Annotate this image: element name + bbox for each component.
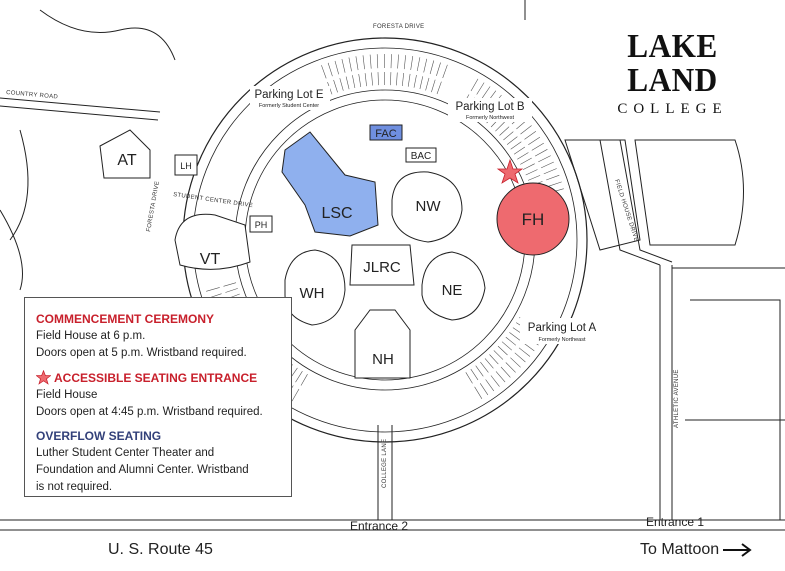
- lot-e-former: Formerly Student Center: [259, 103, 319, 109]
- outer-roads: [0, 0, 785, 531]
- accessible-entrance-star-icon: [496, 158, 524, 184]
- road-student-center-drive: STUDENT CENTER DRIVE: [173, 192, 254, 209]
- road-college-lane: COLLEGE LANE: [382, 439, 388, 488]
- building-ph: PH: [249, 215, 273, 233]
- label-nw: NW: [416, 198, 442, 215]
- label-lsc: LSC: [321, 205, 352, 222]
- logo-line-2: COLLEGE: [617, 101, 728, 117]
- building-jlrc: JLRC: [349, 244, 415, 286]
- lot-b-former: Formerly Northwest: [466, 115, 514, 121]
- building-ne: NE: [421, 251, 486, 321]
- building-vt: VT: [174, 213, 251, 270]
- label-vt: VT: [200, 251, 221, 268]
- accessible-title-text: ACCESSIBLE SEATING ENTRANCE: [54, 371, 258, 385]
- label-fac: FAC: [375, 128, 396, 140]
- lot-b-name: Parking Lot B: [455, 101, 524, 113]
- ceremony-title: COMMENCEMENT CEREMONY: [36, 312, 215, 326]
- to-mattoon-text: To Mattoon: [640, 541, 720, 558]
- athletic-field: [564, 139, 744, 251]
- ceremony-line-2: Doors open at 5 p.m. Wristband required.: [36, 347, 247, 359]
- label-fh: FH: [522, 210, 545, 229]
- building-fac: FAC: [369, 124, 403, 141]
- accessible-title: ACCESSIBLE SEATING ENTRANCE: [36, 370, 281, 386]
- building-lsc: LSC: [281, 131, 379, 237]
- entrance-1: Entrance 1: [646, 515, 704, 529]
- parking-lot-b: Parking Lot B Formerly Northwest: [448, 98, 532, 122]
- logo-line-1: LAKE LAND: [627, 28, 718, 99]
- road-country-road: COUNTRY ROAD: [6, 90, 59, 101]
- road-foresta-drive-west: FORESTA DRIVE: [146, 181, 161, 233]
- route-label: U. S. Route 45: [108, 541, 213, 558]
- label-bac: BAC: [411, 151, 432, 162]
- label-at: AT: [117, 152, 136, 169]
- ceremony-line-1: Field House at 6 p.m.: [36, 330, 146, 342]
- to-mattoon: To Mattoon: [640, 541, 753, 559]
- road-foresta-drive: FORESTA DRIVE: [373, 24, 424, 30]
- entrance-2: Entrance 2: [350, 519, 408, 533]
- label-wh: WH: [300, 285, 325, 302]
- label-jlrc: JLRC: [363, 259, 401, 276]
- overflow-line-3: is not required.: [36, 481, 113, 493]
- legend-accessible: ACCESSIBLE SEATING ENTRANCE Field House …: [36, 370, 281, 420]
- college-logo: LAKE LAND COLLEGE: [585, 30, 760, 118]
- building-bac: BAC: [405, 147, 437, 163]
- overflow-line-2: Foundation and Alumni Center. Wristband: [36, 464, 249, 476]
- road-athletic-avenue: ATHLETIC AVENUE: [674, 369, 680, 428]
- building-fh: FH: [496, 182, 570, 256]
- star-icon: [36, 370, 51, 385]
- accessible-line-1: Field House: [36, 389, 98, 401]
- overflow-title: OVERFLOW SEATING: [36, 429, 162, 443]
- building-nw: NW: [391, 171, 463, 243]
- label-nh: NH: [372, 351, 394, 368]
- legend-ceremony: COMMENCEMENT CEREMONY Field House at 6 p…: [36, 312, 281, 361]
- building-lh: LH: [174, 154, 198, 176]
- overflow-line-1: Luther Student Center Theater and: [36, 447, 215, 459]
- arrow-right-icon: [723, 542, 752, 557]
- lot-a-former: Formerly Northeast: [538, 337, 586, 343]
- building-nh: NH: [354, 309, 411, 379]
- label-ne: NE: [442, 282, 463, 299]
- building-at: AT: [99, 129, 151, 179]
- label-ph: PH: [255, 220, 268, 230]
- legend-box: COMMENCEMENT CEREMONY Field House at 6 p…: [24, 297, 292, 497]
- parking-lot-e: Parking Lot E Formerly Student Center: [250, 86, 330, 110]
- label-lh: LH: [180, 161, 192, 171]
- lot-e-name: Parking Lot E: [254, 89, 323, 101]
- parking-lot-a: Parking Lot A Formerly Northeast: [520, 318, 604, 344]
- lot-a-name: Parking Lot A: [528, 322, 597, 334]
- legend-overflow: OVERFLOW SEATING Luther Student Center T…: [36, 429, 281, 495]
- building-wh: WH: [284, 249, 346, 326]
- accessible-line-2: Doors open at 4:45 p.m. Wristband requir…: [36, 406, 263, 418]
